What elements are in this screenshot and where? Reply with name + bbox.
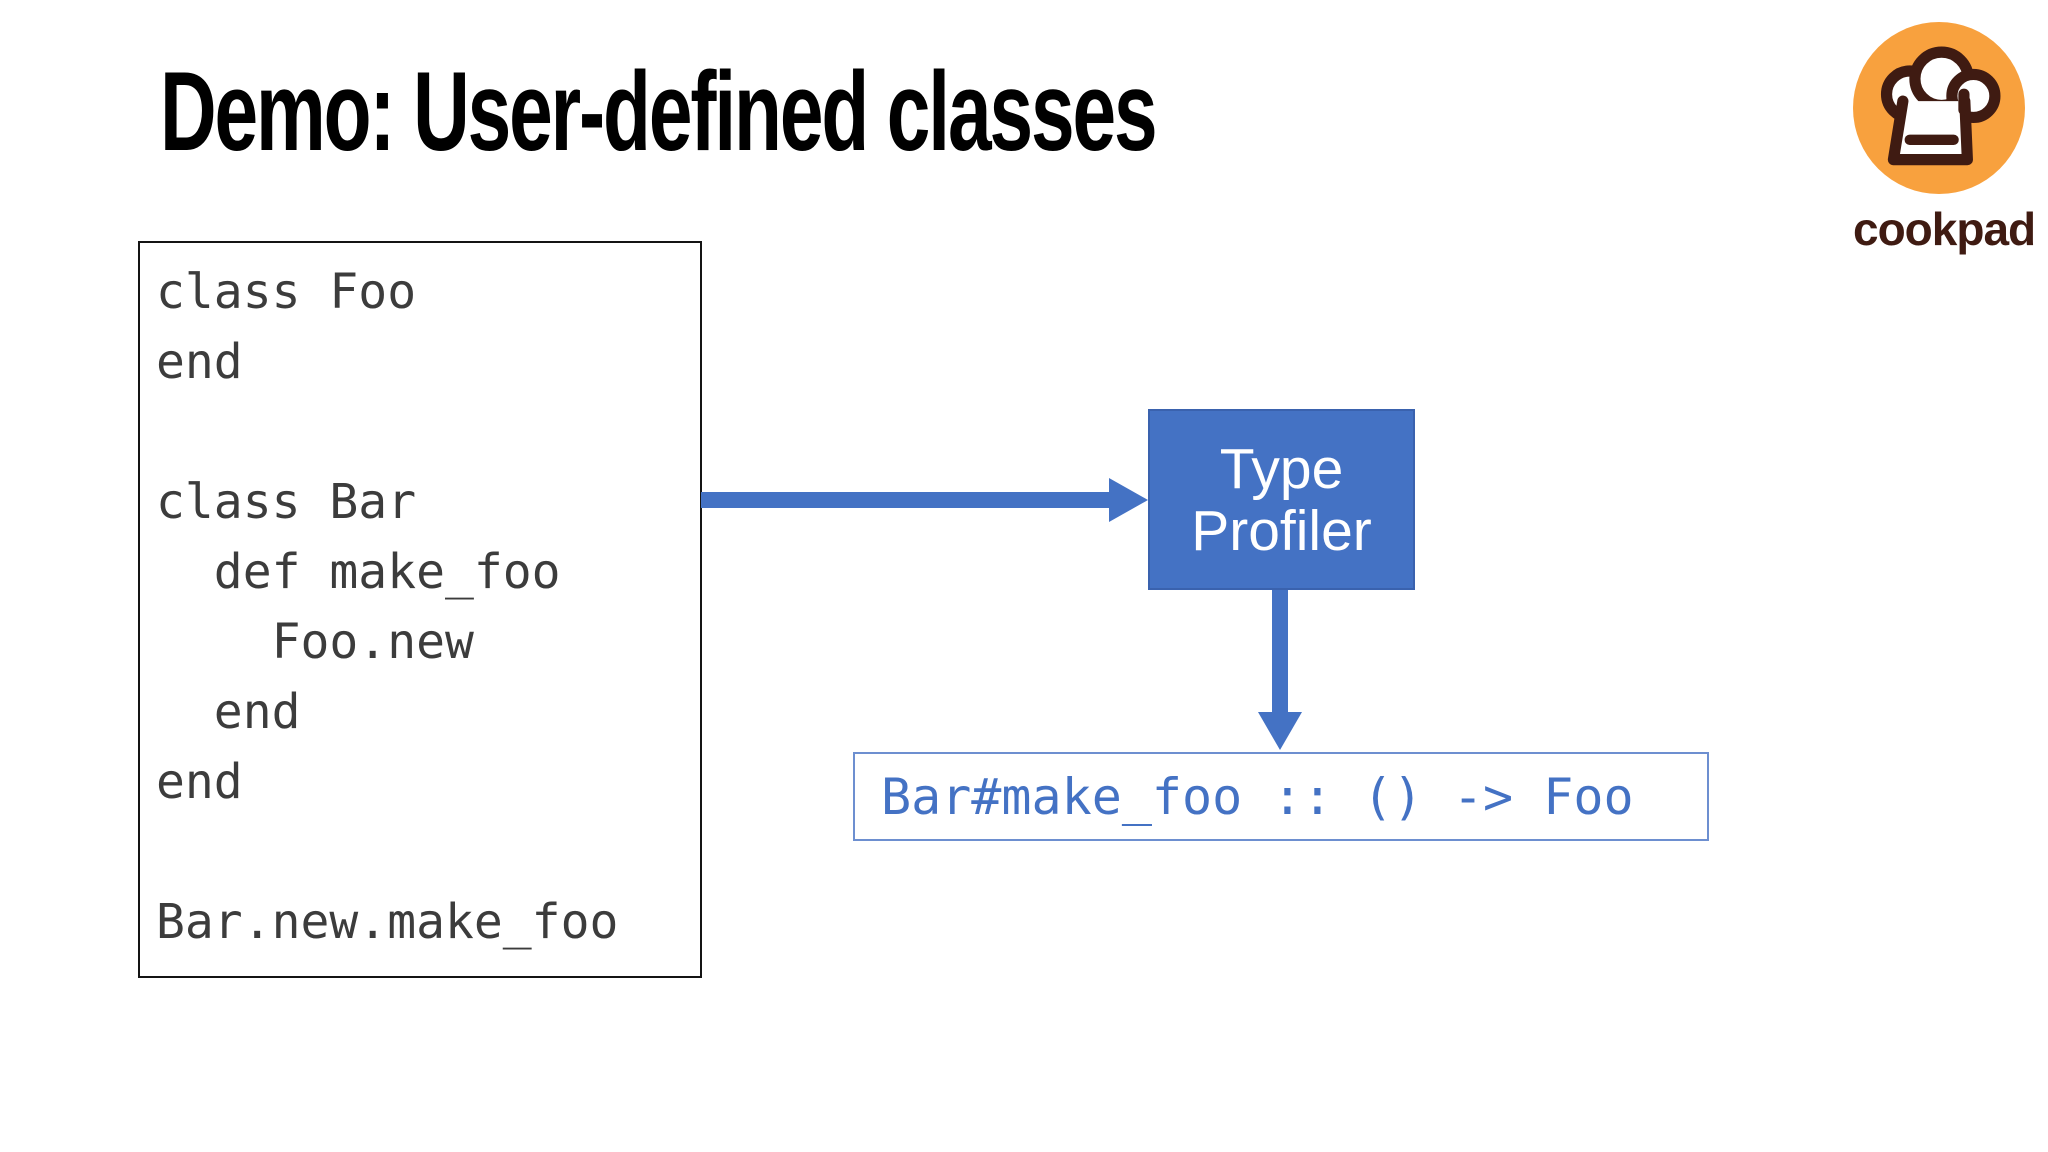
arrow-down-icon: [1258, 590, 1302, 750]
cookpad-logo: cookpad: [1853, 22, 2036, 280]
type-profiler-label-line1: Type: [1219, 436, 1344, 501]
arrow-right-icon: [701, 478, 1148, 522]
inferred-signature-text: Bar#make_foo :: () -> Foo: [881, 767, 1634, 826]
page-title: Demo: User-defined classes: [160, 49, 1158, 174]
type-profiler-label-line2: Profiler: [1191, 498, 1372, 563]
cookpad-chef-hat-icon: [1853, 22, 2025, 194]
cookpad-wordmark: cookpad: [1853, 203, 2036, 255]
code-snippet-box: class Foo end class Bar def make_foo Foo…: [138, 241, 702, 978]
inferred-signature-box: Bar#make_foo :: () -> Foo: [853, 752, 1709, 841]
type-profiler-box: Type Profiler: [1148, 409, 1415, 590]
code-snippet-text: class Foo end class Bar def make_foo Foo…: [156, 264, 619, 950]
